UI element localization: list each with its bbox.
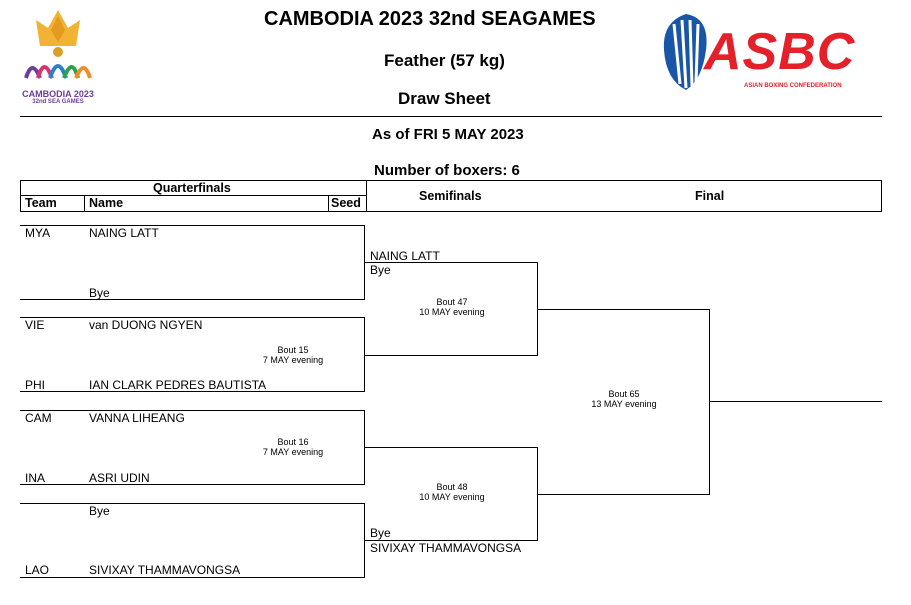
bout-label: Bout 65 (608, 389, 640, 399)
bout-65: Bout 65 13 MAY evening (577, 389, 671, 409)
page-title: CAMBODIA 2023 32nd SEAGAMES (264, 8, 596, 30)
col-seed: Seed (331, 196, 361, 210)
entry-team: PHI (25, 378, 46, 392)
entry-name: IAN CLARK PEDRES BAUTISTA (89, 378, 267, 392)
asbc-logo: ASBC ASIAN BOXING CONFEDERATION (656, 10, 876, 96)
col-quarterfinals: Quarterfinals (153, 181, 231, 195)
logo-left-line1: CAMBODIA 2023 (22, 89, 94, 99)
col-name: Name (89, 196, 124, 210)
semifinal-entry: Bye (370, 263, 391, 277)
logo-left-line2: 32nd SEA GAMES (32, 99, 84, 105)
bout-time: 7 MAY evening (262, 447, 324, 457)
entry-team: INA (25, 471, 46, 485)
bout-label: Bout 15 (277, 345, 309, 355)
seagames-emblem-icon (24, 10, 92, 79)
entry-team: CAM (25, 411, 52, 425)
weight-class: Feather (57 kg) (384, 51, 505, 70)
bout-label: Bout 16 (277, 437, 309, 447)
col-semifinals: Semifinals (419, 189, 482, 203)
bout-label: Bout 47 (436, 297, 468, 307)
asbc-mark: ASBC (704, 23, 856, 81)
entry-team: VIE (25, 318, 45, 332)
entry-name: NAING LATT (89, 226, 159, 240)
header-rule (20, 116, 882, 117)
sheet-title: Draw Sheet (398, 89, 491, 108)
semifinal-entry: Bye (370, 526, 391, 540)
semifinal-entry: NAING LATT (370, 249, 440, 263)
asbc-tagline: ASIAN BOXING CONFEDERATION (744, 83, 842, 89)
asbc-glove-icon (663, 14, 707, 90)
bout-15: Bout 15 7 MAY evening (250, 345, 336, 365)
as-of-date: As of FRI 5 MAY 2023 (372, 126, 524, 143)
bout-time: 10 MAY evening (419, 492, 485, 502)
seagames-logo: CAMBODIA 2023 32nd SEA GAMES (18, 6, 98, 106)
bout-time: 10 MAY evening (419, 307, 485, 317)
boxers-count: Number of boxers: 6 (374, 162, 520, 179)
entry-name: Bye (89, 504, 110, 518)
bout-time: 13 MAY evening (591, 399, 657, 409)
entry-name: Bye (89, 286, 110, 300)
bout-47: Bout 47 10 MAY evening (405, 297, 499, 317)
column-header: Quarterfinals Team Name Seed Semifinals … (20, 180, 882, 212)
bout-16: Bout 16 7 MAY evening (250, 437, 336, 457)
bout-label: Bout 48 (436, 482, 468, 492)
col-team: Team (25, 196, 57, 210)
entry-team: MYA (25, 226, 51, 240)
entry-name: van DUONG NGYEN (89, 318, 203, 332)
entry-team: LAO (25, 563, 50, 577)
col-final: Final (695, 189, 725, 203)
semifinal-entry: SIVIXAY THAMMAVONGSA (370, 541, 522, 555)
entry-name: VANNA LIHEANG (89, 411, 185, 425)
bout-time: 7 MAY evening (262, 355, 324, 365)
entry-name: SIVIXAY THAMMAVONGSA (89, 563, 241, 577)
entry-name: ASRI UDIN (89, 471, 150, 485)
bout-48: Bout 48 10 MAY evening (405, 482, 499, 502)
